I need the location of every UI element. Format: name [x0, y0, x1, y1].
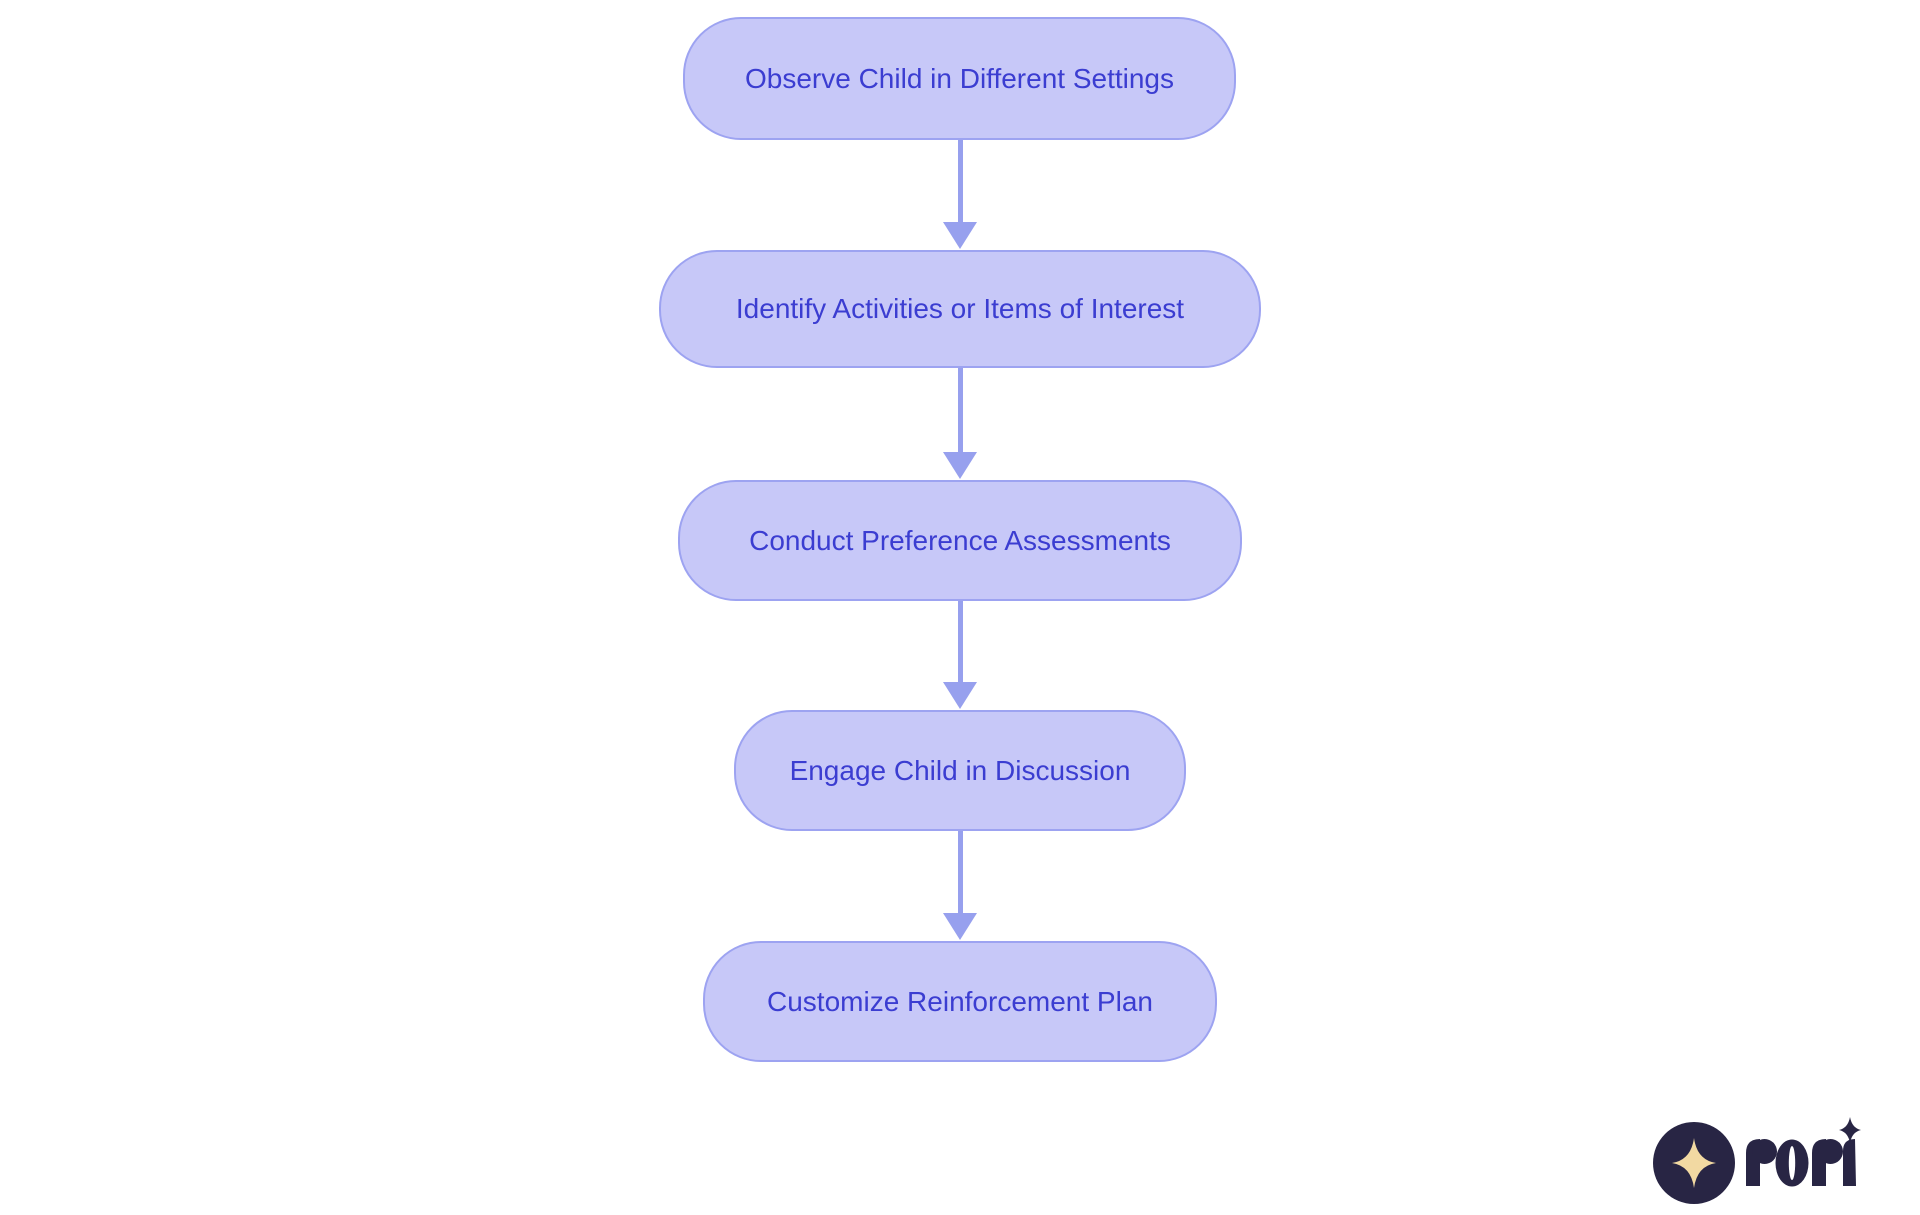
flow-node-label: Identify Activities or Items of Interest [735, 293, 1185, 324]
flow-node-label: Conduct Preference Assessments [749, 524, 1171, 556]
letter-r [1812, 1139, 1843, 1186]
rori-logo [1650, 1105, 1862, 1205]
flow-node-label: Engage Child in Discussion [789, 754, 1131, 786]
flow-arrow-4 [943, 831, 977, 940]
arrow-line [957, 601, 963, 684]
rori-wordmark [1653, 1117, 1861, 1204]
arrow-line [957, 831, 963, 915]
arrow-head-icon [943, 682, 977, 709]
arrow-head-icon [943, 913, 977, 940]
flow-arrow-2 [943, 368, 977, 479]
flow-node-observe: Observe Child in Different Settings [683, 17, 1236, 140]
flow-node-engage: Engage Child in Discussion [734, 710, 1186, 831]
flow-arrow-1 [943, 140, 977, 249]
flow-node-conduct: Conduct Preference Assessments [678, 480, 1242, 601]
letter-i [1839, 1117, 1861, 1186]
rori-logo-badge [1653, 1122, 1735, 1204]
letter-o [1775, 1139, 1809, 1187]
flow-node-identify: Identify Activities or Items of Interest [659, 250, 1261, 368]
letter-r [1746, 1139, 1777, 1186]
flow-node-label: Customize Reinforcement Plan [767, 985, 1153, 1017]
arrow-line [957, 140, 963, 224]
flow-arrow-3 [943, 601, 977, 709]
arrow-line [957, 368, 963, 454]
sparkle-icon [1839, 1117, 1861, 1143]
flow-node-label: Observe Child in Different Settings [744, 62, 1175, 94]
sparkle-icon [1672, 1138, 1716, 1188]
flow-node-customize: Customize Reinforcement Plan [703, 941, 1217, 1062]
arrow-head-icon [943, 452, 977, 479]
arrow-head-icon [943, 222, 977, 249]
